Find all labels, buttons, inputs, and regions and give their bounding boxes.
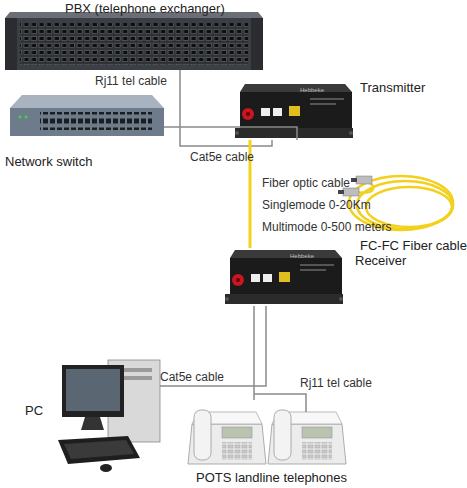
cable-wire [160, 306, 266, 386]
cable-label: Cat5e cable [190, 150, 254, 164]
device-label: PC [25, 403, 43, 418]
pc-illustration [58, 360, 160, 472]
pbx-illustration [5, 18, 263, 70]
telephone-illustration [268, 410, 346, 464]
switch-illustration [40, 112, 152, 130]
fiber-coil-illustration [356, 176, 372, 184]
phone-wire-branch [254, 394, 306, 412]
device-node: Transmitter [235, 82, 353, 140]
pc-illustration [58, 436, 140, 464]
switch-illustration [10, 95, 164, 108]
device-label: FC-FC Fiber cable [360, 238, 467, 253]
receiver-illustration [225, 250, 343, 304]
device-node: Receiver [225, 248, 350, 306]
telephone-illustration [188, 410, 266, 464]
brand-mark: Hebbeke [300, 86, 324, 94]
device-label: Receiver [355, 253, 406, 268]
fiber-coil-illustration [338, 190, 344, 194]
device-label: POTS landline telephones [196, 470, 347, 485]
pbx-illustration [251, 18, 263, 70]
cable-label: Rj11 tel cable [300, 376, 372, 390]
cable-label: Fiber optic cable [262, 176, 350, 190]
cable-wire [253, 306, 255, 400]
fiber-note: Multimode 0-500 meters [262, 220, 391, 234]
device-label: Transmitter [360, 80, 425, 95]
switch-illustration [10, 95, 164, 136]
cable-wire [164, 127, 297, 140]
pc-illustration [81, 417, 104, 430]
brand-mark: Hebbeke [290, 252, 314, 260]
transmitter-illustration [235, 84, 353, 138]
pc-illustration [62, 365, 124, 417]
pc-illustration [64, 440, 134, 459]
device-node: PBX (telephone exchanger) [5, 18, 263, 70]
switch-illustration [25, 116, 28, 119]
cable-label: Cat5e cable [160, 370, 224, 384]
device-node: Network switch [10, 92, 164, 138]
telephone-illustration [188, 410, 346, 464]
device-label: Network switch [5, 154, 92, 169]
pc-illustration [100, 464, 112, 472]
cable-wire [180, 70, 272, 146]
pc-illustration [66, 369, 120, 411]
switch-illustration [19, 116, 22, 119]
device-node: POTS landline telephones [188, 400, 348, 466]
pbx-illustration [5, 12, 263, 70]
cable-label: Rj11 tel cable [95, 74, 167, 88]
switch-illustration [10, 108, 164, 136]
device-node: PC [58, 355, 160, 473]
phone-wire-branch [254, 394, 306, 412]
pbx-illustration [20, 23, 248, 65]
receiver-illustration [225, 250, 343, 304]
fiber-coil-illustration [351, 178, 357, 182]
pbx-illustration [5, 18, 17, 70]
transmitter-illustration [235, 84, 353, 138]
device-label: PBX (telephone exchanger) [65, 1, 225, 16]
fiber-note: Singlemode 0-20Km [262, 198, 371, 212]
